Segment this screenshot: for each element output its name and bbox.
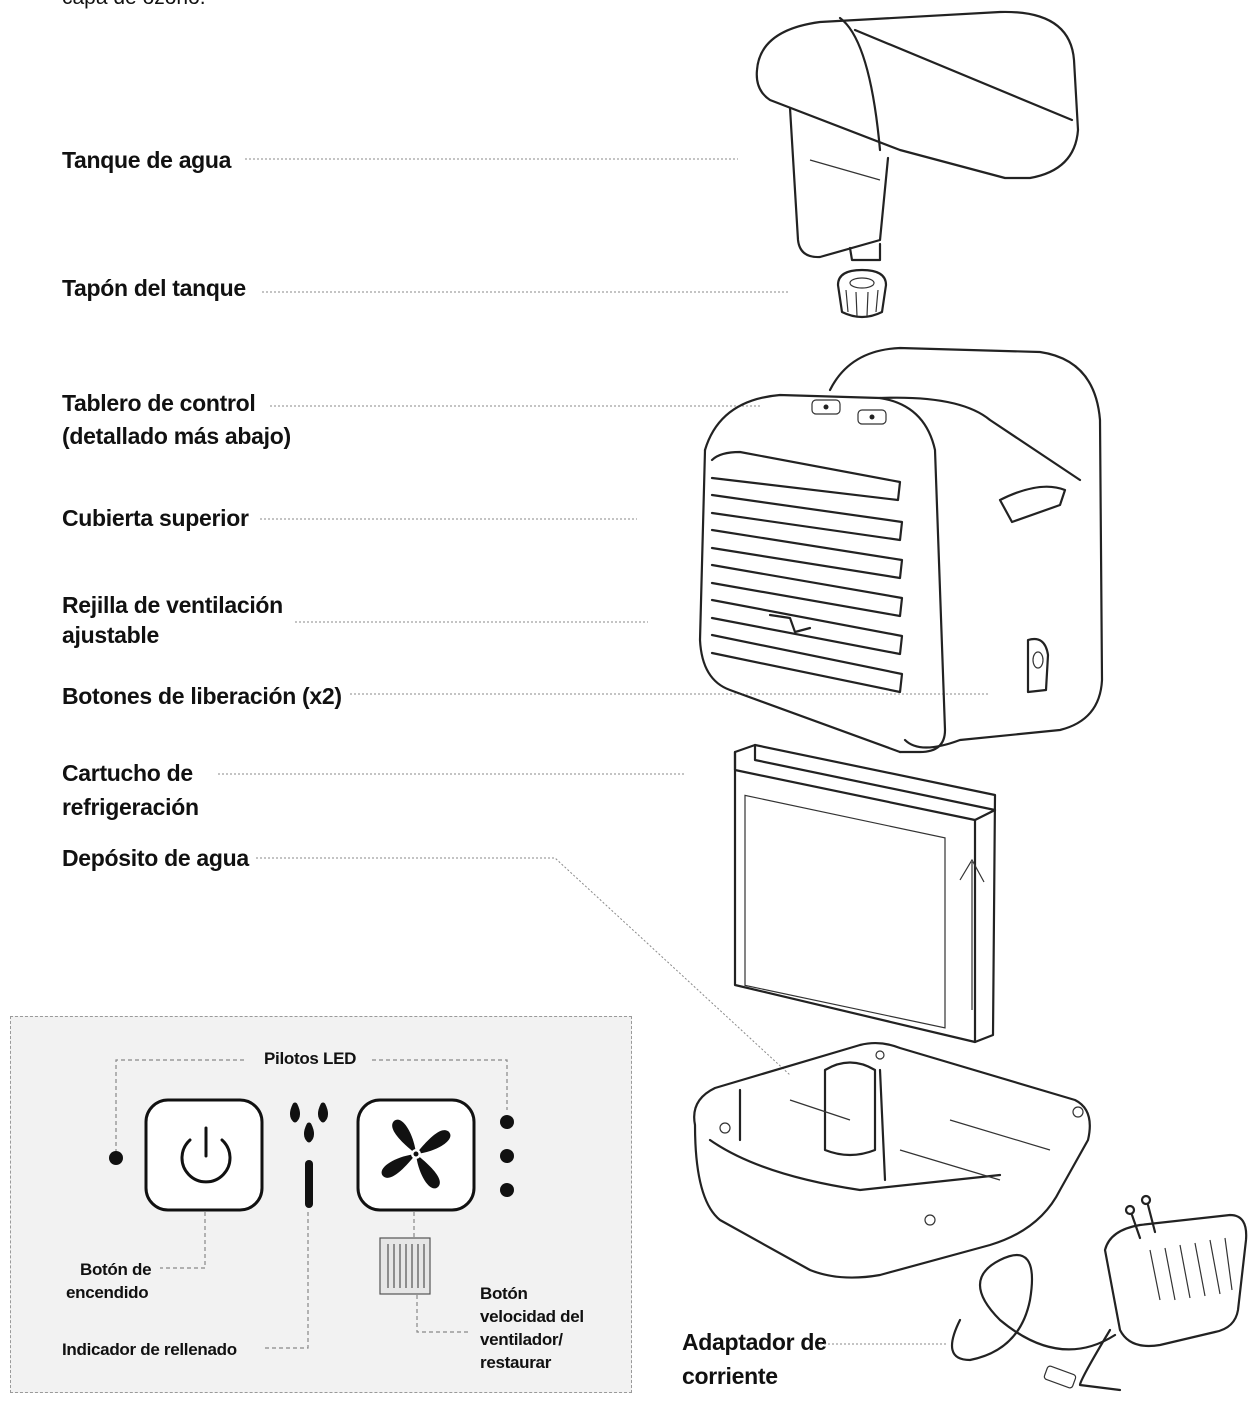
label-water-tank: Tanque de agua [62, 147, 232, 173]
label-control-board: Tablero de control [62, 390, 256, 416]
label-control-board-note: (detallado más abajo) [62, 423, 291, 449]
label-top-cover: Cubierta superior [62, 505, 249, 531]
label-release-buttons: Botones de liberación (x2) [62, 683, 342, 709]
power-icon [180, 1126, 232, 1184]
water-tank-illustration [755, 10, 1080, 262]
water-reservoir-illustration [693, 1041, 1091, 1279]
label-adapter: Adaptador de [682, 1329, 827, 1355]
label-power-button-2: encendido [66, 1283, 149, 1302]
cooling-cartridge-illustration [733, 743, 997, 1044]
label-vent-2: ajustable [62, 622, 160, 648]
control-panel-detail [10, 1016, 632, 1393]
label-cartridge: Cartucho de [62, 760, 193, 786]
leader-lines [218, 158, 990, 1345]
led-power-dot [109, 1151, 123, 1165]
panel-leader-lines [115, 1059, 508, 1349]
power-button-frame [144, 1098, 264, 1212]
label-reservoir: Depósito de agua [62, 845, 249, 871]
top-cover-illustration [698, 346, 1104, 754]
water-drops-icon [290, 1102, 328, 1208]
tank-cap-illustration [836, 268, 888, 319]
power-adapter-illustration [950, 1194, 1248, 1392]
label-refill-indicator: Indicador de rellenado [62, 1340, 237, 1359]
label-fan-button-3: ventilador/ [480, 1330, 563, 1349]
filter-icon [379, 1237, 431, 1295]
speed-led-dots [500, 1115, 514, 1197]
intro-fragment: capa de ozono. [62, 0, 206, 10]
label-tank-cap: Tapón del tanque [62, 275, 246, 301]
label-power-button: Botón de [80, 1260, 152, 1279]
label-cartridge-2: refrigeración [62, 794, 199, 820]
label-adapter-2: corriente [682, 1363, 778, 1389]
label-fan-button: Botón [480, 1284, 528, 1303]
label-fan-button-2: velocidad del [480, 1307, 584, 1326]
fan-icon [381, 1119, 451, 1189]
label-vent: Rejilla de ventilación [62, 592, 283, 618]
label-led-pilots: Pilotos LED [264, 1049, 357, 1068]
label-fan-button-4: restaurar [480, 1353, 552, 1372]
